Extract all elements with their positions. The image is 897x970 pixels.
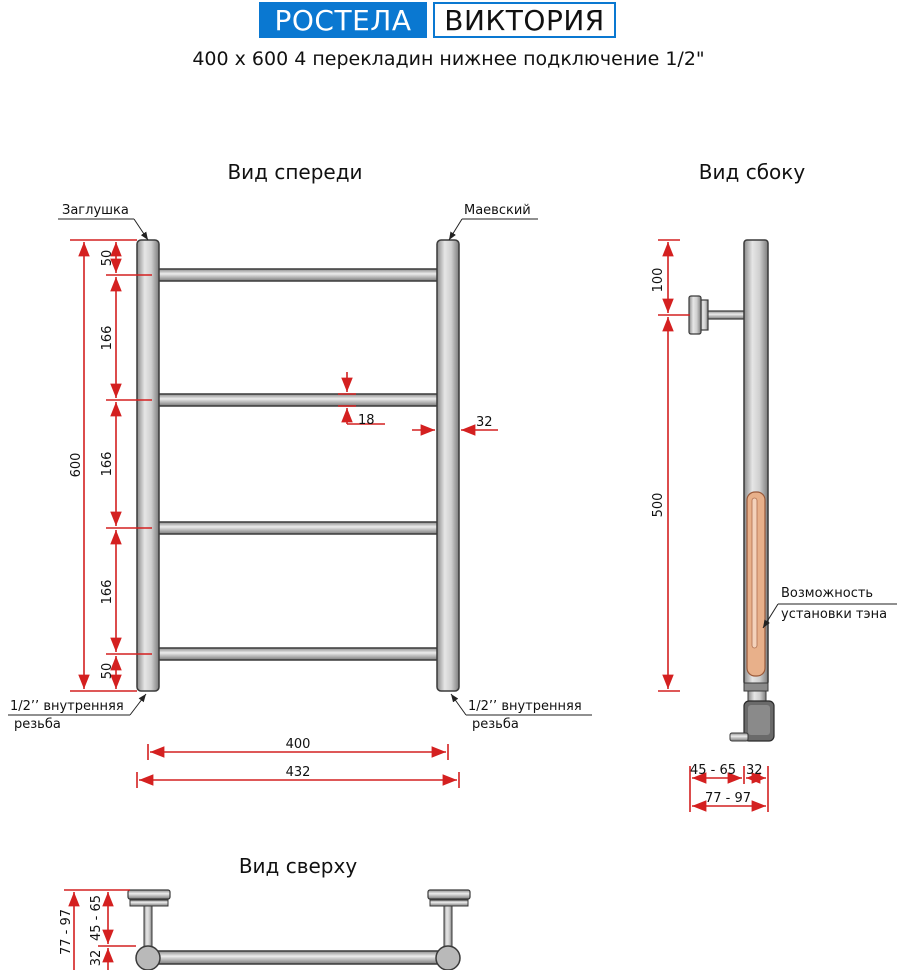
top-view-title: Вид сверху bbox=[239, 854, 358, 878]
front-view: Вид спереди Заглушка Маевский 1/2’’ внут… bbox=[8, 160, 592, 788]
header: РОСТЕЛА ВИКТОРИЯ 400 x 600 4 перекладин … bbox=[0, 0, 897, 90]
wall-flange bbox=[688, 295, 702, 335]
dim-pitch-1: 166 bbox=[100, 326, 115, 351]
left-riser bbox=[136, 239, 160, 692]
top-rung bbox=[149, 950, 451, 965]
front-view-title: Вид спереди bbox=[227, 160, 362, 184]
product-subtitle: 400 x 600 4 перекладин нижнее подключени… bbox=[192, 48, 705, 70]
top-bracket-left bbox=[143, 905, 153, 949]
rung bbox=[153, 647, 443, 661]
heater-callout-line1: Возможность bbox=[781, 586, 873, 601]
dim-pitch-2: 166 bbox=[100, 452, 115, 477]
right-riser bbox=[436, 239, 460, 692]
dim-total-height: 600 bbox=[69, 453, 84, 478]
top-riser-left bbox=[135, 945, 161, 970]
dim-side-wall-offset: 45 - 65 bbox=[690, 763, 736, 778]
rung bbox=[153, 393, 443, 407]
side-view-title: Вид сбоку bbox=[699, 160, 806, 184]
thread-right-line2: резьба bbox=[472, 717, 519, 732]
mayevsky-callout: Маевский bbox=[464, 203, 531, 218]
thread-right-line1: 1/2’’ внутренняя bbox=[468, 699, 582, 714]
dim-pitch-3: 166 bbox=[100, 580, 115, 605]
connector-nut bbox=[743, 682, 769, 692]
rung bbox=[153, 268, 443, 282]
rung bbox=[153, 521, 443, 535]
dim-side-total-depth: 77 - 97 bbox=[705, 791, 751, 806]
brand-label: РОСТЕЛА bbox=[259, 2, 427, 38]
dim-top-gap: 50 bbox=[100, 250, 115, 267]
dim-side-pipe-diameter: 32 bbox=[746, 763, 763, 778]
top-flange-left bbox=[127, 889, 171, 900]
dim-overall-width: 432 bbox=[286, 765, 311, 780]
dim-center-distance: 400 bbox=[286, 737, 311, 752]
dim-bar-diameter: 18 bbox=[358, 413, 375, 428]
thread-left-line1: 1/2’’ внутренняя bbox=[10, 699, 124, 714]
side-view: Вид сбоку Возможность установки тэна bbox=[651, 160, 897, 812]
heater-callout-line2: установки тэна bbox=[781, 607, 887, 622]
dim-bottom-gap: 50 bbox=[100, 663, 115, 680]
dim-pipe-diameter: 32 bbox=[476, 415, 493, 430]
dim-top-pipe-diameter: 32 bbox=[89, 950, 104, 967]
dim-side-top-offset: 100 bbox=[651, 268, 666, 293]
top-bracket-right bbox=[443, 905, 453, 949]
dim-top-wall-offset: 45 - 65 bbox=[89, 895, 104, 941]
top-riser-right bbox=[435, 945, 461, 970]
model-label: ВИКТОРИЯ bbox=[433, 2, 616, 38]
dim-top-total-depth: 77 - 97 bbox=[59, 909, 74, 955]
plug-callout: Заглушка bbox=[62, 203, 129, 218]
front-rungs bbox=[153, 268, 443, 661]
top-view: Вид сверху 77 - 97 32 45 - 65 bbox=[59, 854, 471, 970]
top-flange-right bbox=[427, 889, 471, 900]
thread-left-line2: резьба bbox=[14, 717, 61, 732]
dim-side-center-height: 500 bbox=[651, 493, 666, 518]
heater-plug bbox=[729, 732, 749, 742]
